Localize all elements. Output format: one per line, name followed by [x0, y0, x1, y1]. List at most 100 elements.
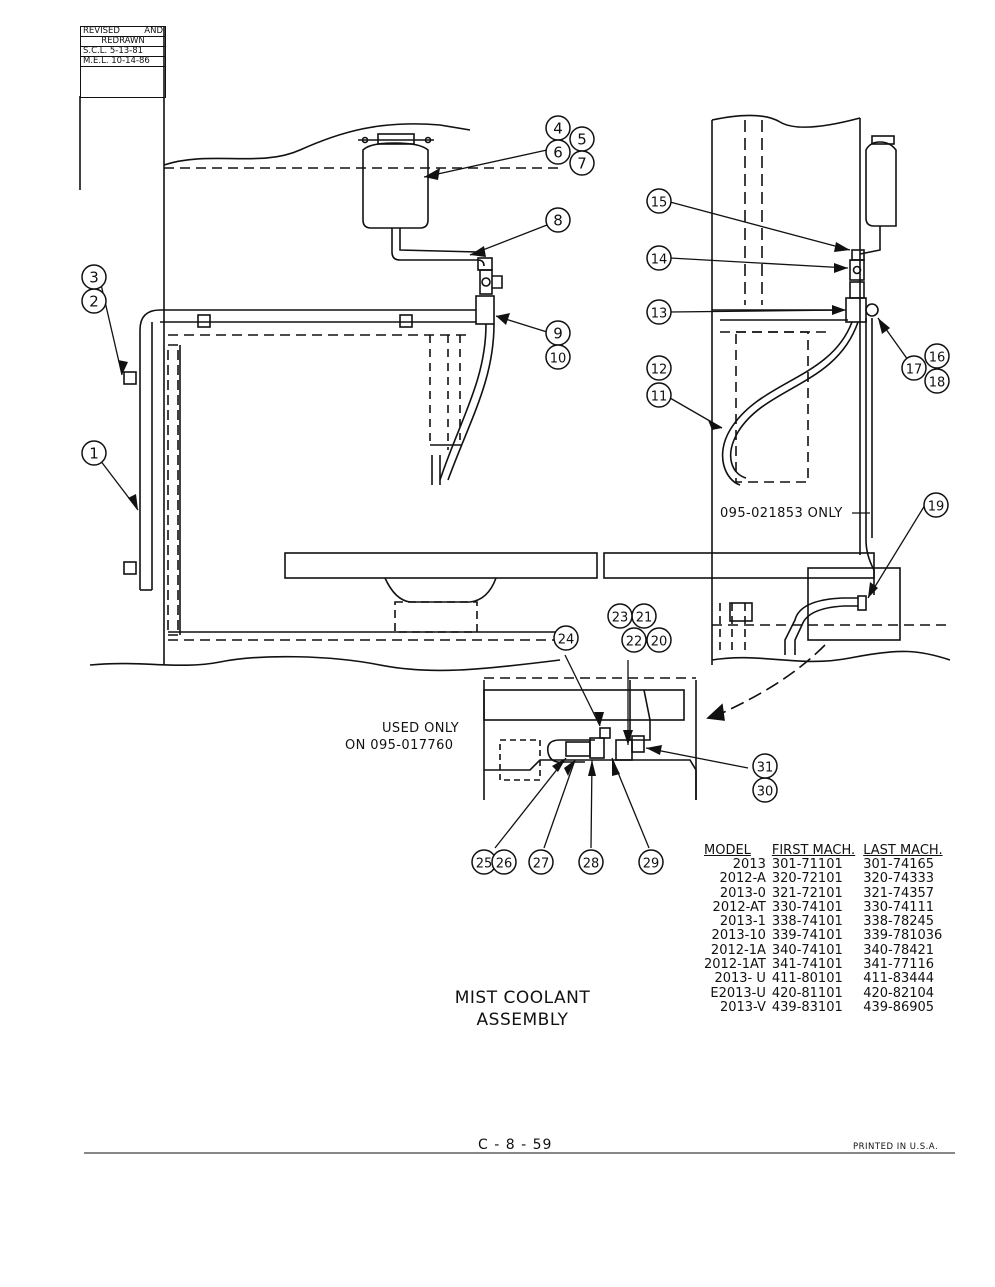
callout-circle [646, 355, 672, 381]
callout-7: 7 [569, 150, 595, 176]
last-mach-cell: 411-83444 [863, 971, 935, 987]
callout-circle [924, 343, 950, 369]
callout-16: 16 [924, 343, 950, 369]
callout-number: 4 [553, 120, 563, 138]
model-cell: 2013-0 [719, 885, 766, 901]
callout-circle [528, 849, 554, 875]
callout-number: 29 [643, 857, 660, 872]
callout-number: 6 [553, 144, 563, 162]
callout-24: 24 [553, 625, 579, 651]
callout-1: 1 [81, 440, 107, 466]
callout-number: 21 [636, 611, 653, 626]
last-mach-cell: 339-781036 [863, 928, 943, 944]
last-mach-cell: 338-78245 [863, 914, 935, 930]
model-cell: 2013-10 [711, 928, 766, 944]
callout-10: 10 [545, 344, 571, 370]
callout-circle [545, 344, 571, 370]
callout-number: 10 [550, 352, 567, 367]
header-first-mach: FIRST MACH. [771, 843, 856, 858]
header-model: MODEL [704, 843, 751, 858]
callout-27: 27 [528, 849, 554, 875]
model-table-row: 2013-1 338-74101 338-78245 [704, 914, 951, 930]
callout-number: 24 [558, 633, 575, 648]
callout-circle [923, 492, 949, 518]
callout-number: 17 [906, 363, 923, 378]
first-mach-cell: 339-74101 [771, 928, 843, 944]
first-mach-cell: 301-71101 [771, 857, 843, 872]
callout-4: 4 [545, 115, 571, 141]
rev-line2: REDRAWN [81, 37, 165, 47]
callout-25: 25 [471, 849, 497, 875]
callout-19: 19 [923, 492, 949, 518]
drawing-title: MIST COOLANT ASSEMBLY [420, 987, 625, 1031]
page-number: C - 8 - 59 [478, 1137, 553, 1153]
callout-circle [553, 625, 579, 651]
callout-22: 22 [621, 627, 647, 653]
rev-line3: S.C.L. 5-13-81 [81, 47, 165, 57]
callout-number: 2 [89, 293, 99, 311]
callout-number: 8 [553, 212, 563, 230]
callout-28: 28 [578, 849, 604, 875]
callout-circle [569, 150, 595, 176]
callout-circle [491, 849, 517, 875]
callout-number: 26 [496, 857, 513, 872]
title-line1: MIST COOLANT [454, 988, 591, 1008]
callout-20: 20 [646, 627, 672, 653]
callout-31: 31 [752, 753, 778, 779]
first-mach-cell: 338-74101 [771, 914, 843, 930]
callout-11: 11 [646, 382, 672, 408]
callout-circle [607, 603, 633, 629]
rev-line4: M.E.L. 10-14-86 [81, 57, 165, 67]
callout-2: 2 [81, 288, 107, 314]
callout-12: 12 [646, 355, 672, 381]
first-mach-cell: 330-74101 [771, 899, 843, 915]
callout-15: 15 [646, 188, 672, 214]
last-mach-cell: 330-74111 [863, 899, 935, 915]
callout-number: 18 [929, 376, 946, 391]
callout-number: 5 [577, 131, 587, 149]
callout-circle [646, 299, 672, 325]
callout-8: 8 [545, 207, 571, 233]
callout-circle [646, 627, 672, 653]
callout-circle [545, 207, 571, 233]
last-mach-cell: 340-78421 [863, 942, 935, 958]
first-mach-cell: 320-72101 [771, 871, 843, 887]
last-mach-cell: 341-77116 [863, 957, 935, 973]
printed-in-usa: PRINTED IN U.S.A. [853, 1142, 939, 1152]
callout-circle [646, 245, 672, 271]
callout-number: 27 [533, 857, 550, 872]
model-cell: 2013-V [719, 999, 766, 1015]
callout-number: 1 [89, 445, 99, 463]
callout-30: 30 [752, 777, 778, 803]
used-only-note-line1: USED ONLY [382, 721, 460, 736]
callout-number: 22 [626, 635, 643, 650]
callout-number: 28 [583, 857, 600, 872]
header-last-mach: LAST MACH. [863, 843, 943, 858]
first-mach-cell: 341-74101 [771, 957, 843, 973]
title-line2: ASSEMBLY [476, 1010, 569, 1030]
callout-circle [81, 264, 107, 290]
callout-number: 14 [651, 253, 668, 268]
model-cell: 2013-1 [719, 914, 766, 930]
last-mach-cell: 439-86905 [863, 999, 935, 1015]
callout-number: 20 [651, 635, 668, 650]
callout-number: 7 [577, 155, 587, 173]
callout-circle [545, 139, 571, 165]
callout-number: 23 [612, 611, 629, 626]
callout-number: 13 [651, 307, 668, 322]
last-mach-cell: 420-82104 [863, 985, 935, 1001]
callout-circle [646, 188, 672, 214]
callout-number: 25 [476, 857, 493, 872]
callout-9: 9 [545, 320, 571, 346]
last-mach-cell: 321-74357 [863, 885, 935, 901]
callout-circle [81, 440, 107, 466]
callout-5: 5 [569, 126, 595, 152]
last-mach-cell: 320-74333 [863, 871, 935, 887]
model-table-row: 2013-10 339-74101 339-781036 [704, 928, 951, 944]
rev-line1a: REVISED [83, 26, 120, 36]
